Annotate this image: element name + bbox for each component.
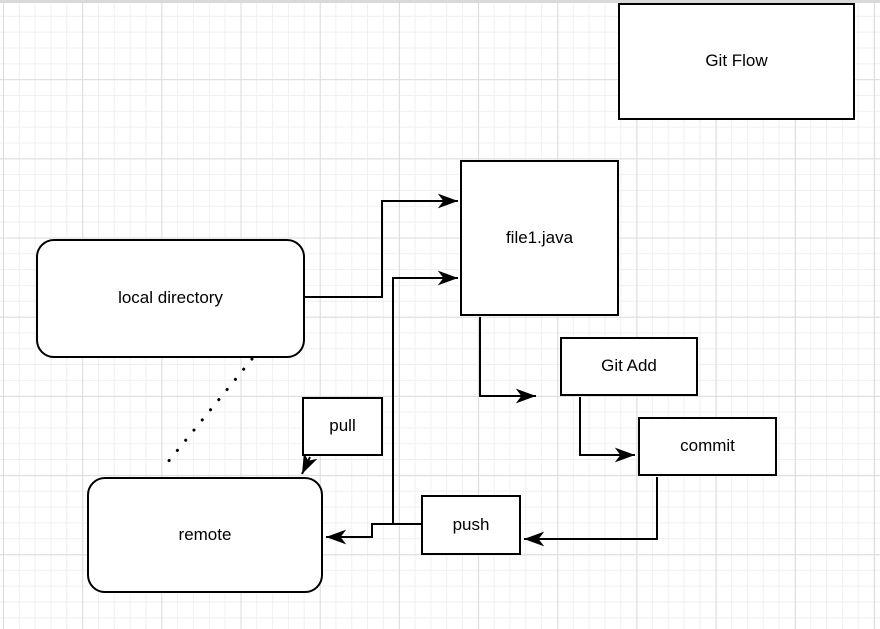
push-label: push [452,514,490,534]
edge-localdir-remote-dotted [161,357,254,470]
node-file1-java[interactable]: file1.java [460,160,619,316]
node-remote[interactable]: remote [87,477,323,593]
edge-commit-to-push [523,477,658,547]
edge-file1-to-gitadd [479,317,537,404]
remote-label: remote [178,524,232,544]
node-push[interactable]: push [421,495,521,555]
git-flow-title-label: Git Flow [705,51,768,71]
node-commit[interactable]: commit [638,417,777,476]
node-pull[interactable]: pull [302,397,383,456]
edge-junction-to-file1 [392,270,459,524]
edge-localdir-to-file1 [305,193,459,298]
node-local-directory[interactable]: local directory [36,239,305,358]
canvas-top-edge [0,0,880,3]
pull-label: pull [329,416,356,436]
local-directory-label: local directory [118,288,223,308]
edge-pull-to-remote [301,452,318,475]
node-git-flow-title[interactable]: Git Flow [618,3,855,120]
file1-java-label: file1.java [505,227,574,247]
node-git-add[interactable]: Git Add [560,337,698,396]
git-add-label: Git Add [601,356,657,376]
edge-push-to-remote [325,523,421,545]
edge-gitadd-to-commit [579,397,636,463]
commit-label: commit [680,436,735,456]
